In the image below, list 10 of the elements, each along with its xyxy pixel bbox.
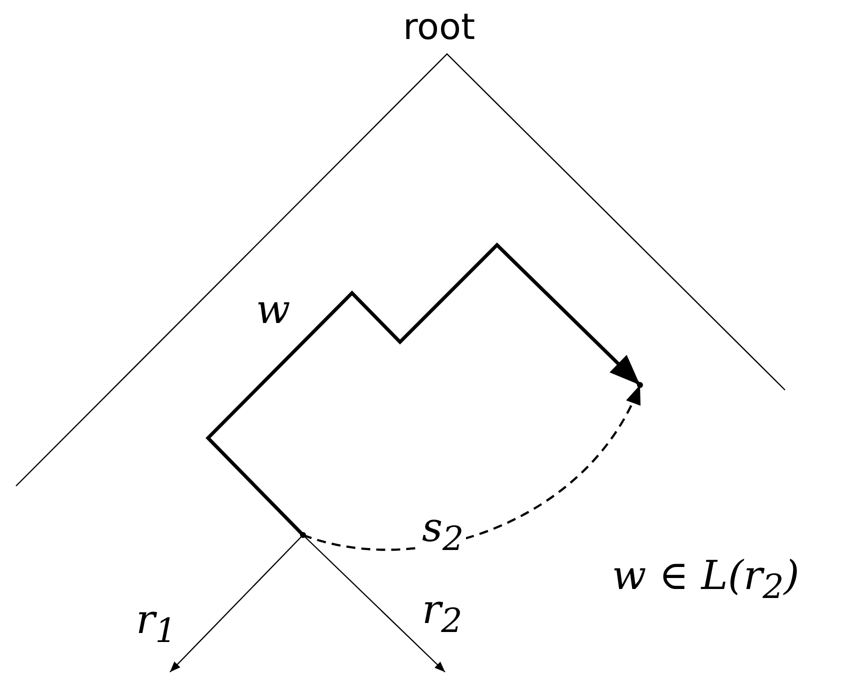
edge-label: w xyxy=(256,290,290,330)
edge-label: r$_{1}$ xyxy=(136,600,176,648)
arrow xyxy=(206,242,642,536)
arrow xyxy=(170,534,304,672)
dashed-arrow xyxy=(302,384,641,551)
edge-label: r$_{2}$ xyxy=(422,590,462,638)
root-label: root xyxy=(403,10,476,46)
arrow xyxy=(302,534,446,672)
path-point xyxy=(637,382,643,388)
math-note: w ∈ L(r$_{2}$) xyxy=(612,556,800,604)
